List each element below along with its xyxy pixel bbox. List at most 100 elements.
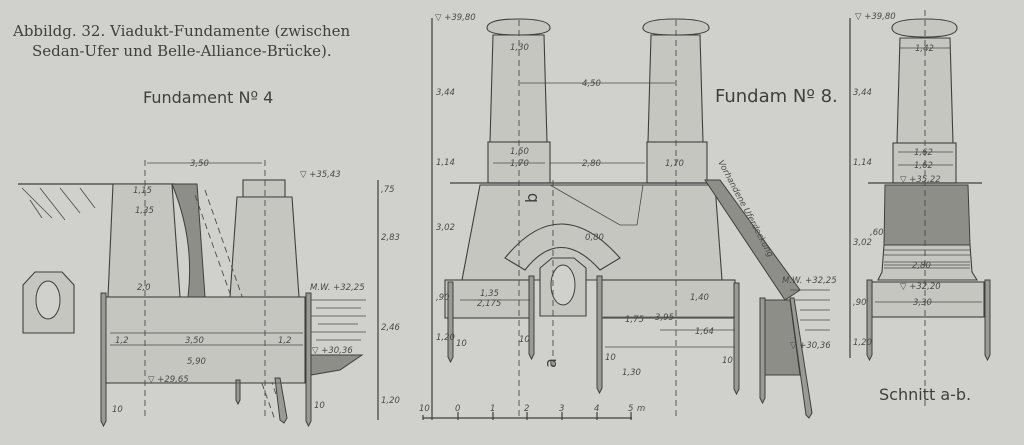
dim-v120: 1,20 bbox=[381, 396, 400, 406]
masonry-layer bbox=[877, 244, 978, 281]
dim-v114: 1,14 bbox=[436, 158, 455, 168]
pile-label: 10 bbox=[456, 339, 467, 349]
masonry-courses bbox=[884, 249, 970, 269]
scale-tick: 0 bbox=[455, 404, 460, 414]
level-top: ▽ +35,43 bbox=[300, 170, 341, 180]
pile-4 bbox=[733, 282, 740, 396]
scale-tick: 4 bbox=[594, 404, 599, 414]
dim-v120: 1,20 bbox=[853, 338, 872, 348]
dim-top-width: 3,50 bbox=[190, 159, 209, 169]
pile-label: 10 bbox=[722, 356, 733, 366]
fundament-8-title: Fundam Nº 8. bbox=[715, 86, 838, 107]
soil-hatching bbox=[21, 187, 96, 221]
pile-slanted bbox=[274, 377, 288, 424]
dim-v114: 1,14 bbox=[853, 158, 872, 168]
water-level: M.W. +32,25 bbox=[310, 283, 365, 293]
pier-base-right bbox=[646, 141, 708, 184]
scale-bar: 10 0 1 2 3 4 5 m bbox=[419, 404, 645, 420]
pile-3 bbox=[596, 275, 603, 395]
dim-115: 1,15 bbox=[133, 186, 152, 196]
pier-left bbox=[107, 183, 181, 298]
dim-12-left: 1,2 bbox=[115, 336, 129, 346]
dim-2175: 2,175 bbox=[477, 299, 501, 309]
culvert-opening bbox=[550, 264, 576, 306]
dim-v344: 3,44 bbox=[436, 88, 455, 98]
dim-135: 1,35 bbox=[480, 289, 499, 299]
scale-tick: 10 bbox=[419, 404, 430, 414]
section-title: Schnitt a-b. bbox=[879, 385, 971, 404]
level-bottom: ▽ +29,65 bbox=[148, 375, 189, 385]
pile-right bbox=[984, 279, 991, 362]
dim-170-right: 1,70 bbox=[665, 159, 684, 169]
level-top: ▽ +39,80 bbox=[855, 12, 896, 22]
scale-tick: 2 bbox=[524, 404, 529, 414]
dim-590: 5,90 bbox=[187, 357, 206, 367]
dim-20: 2,0 bbox=[137, 283, 151, 293]
pile-label-right: 10 bbox=[314, 401, 325, 411]
pile-slanted bbox=[789, 297, 813, 419]
dim-135: 1,35 bbox=[135, 206, 154, 216]
section-a-b-drawing: ▽ +39,80 1,42 1,62 1,62 ▽ +35,22 2,80 ▽ … bbox=[849, 10, 991, 410]
pier-shaft-right bbox=[647, 34, 704, 143]
foundation-block-right bbox=[597, 279, 736, 319]
dim-175: 1,75 bbox=[625, 315, 644, 325]
dim-280: 2,80 bbox=[582, 159, 601, 169]
pier-capital-left bbox=[486, 18, 551, 36]
pile-left bbox=[866, 279, 873, 362]
dim-142: 1,42 bbox=[915, 44, 934, 54]
center-lines bbox=[518, 20, 677, 420]
dim-v302: 3,02 bbox=[853, 238, 872, 248]
fundament-4-title: Fundament Nº 4 bbox=[143, 88, 273, 107]
pile-5 bbox=[759, 297, 766, 405]
arch bbox=[504, 223, 621, 271]
dim-162-lower: 1,62 bbox=[914, 161, 933, 171]
pile-1 bbox=[447, 281, 454, 364]
level-base: ▽ +32,20 bbox=[900, 282, 941, 292]
dimension-lines bbox=[460, 82, 735, 348]
dim-arch: 0,80 bbox=[585, 233, 604, 243]
dimension-lines bbox=[875, 47, 982, 303]
water bbox=[790, 289, 830, 331]
dim-v246: 2,46 bbox=[381, 323, 401, 333]
dim-450: 4,50 bbox=[582, 79, 601, 89]
section-mark-b: b bbox=[522, 193, 541, 203]
pier-cap bbox=[242, 179, 286, 198]
pier-capital bbox=[891, 18, 958, 38]
sheet-pile-right bbox=[305, 292, 312, 428]
dim-350: 3,50 bbox=[185, 336, 204, 346]
water-level: M.W. +32,25 bbox=[782, 276, 837, 286]
level-river-bed: ▽ +30,36 bbox=[312, 346, 353, 356]
caption-line-2: Sedan-Ufer und Belle-Alliance-Brücke). bbox=[32, 42, 332, 60]
caption-line-1: Abbildg. 32. Viadukt-Fundamente (zwische… bbox=[12, 22, 350, 40]
dim-150: 1,50 bbox=[510, 147, 529, 157]
dim-v302: 3,02 bbox=[436, 223, 455, 233]
dimension-lines bbox=[110, 162, 303, 384]
scale-tick: 3 bbox=[559, 404, 564, 414]
pile-label: 10 bbox=[605, 353, 616, 363]
dim-170-left: 1,70 bbox=[510, 159, 529, 169]
dim-v90: ,90 bbox=[853, 298, 867, 308]
dim-v60: ,60 bbox=[870, 228, 884, 238]
dim-330: 3,30 bbox=[913, 298, 932, 308]
pier-right bbox=[229, 196, 300, 298]
pile-label: 10 bbox=[519, 335, 530, 345]
dim-162-upper: 1,62 bbox=[914, 148, 933, 158]
fundament-4-drawing: Fundament Nº 4 3,50 ▽ +35,43 1,15 1,35 2… bbox=[18, 88, 401, 428]
dim-395: 3,95 bbox=[655, 313, 674, 323]
sheet-pile-left bbox=[100, 292, 107, 428]
pile-label-left: 10 bbox=[112, 405, 123, 415]
pile-small bbox=[235, 379, 241, 406]
dim-v90: ,90 bbox=[436, 293, 450, 303]
dim-v283: 2,83 bbox=[381, 233, 400, 243]
dim-v130: 1,30 bbox=[622, 368, 641, 378]
level-ground: ▽ +35,22 bbox=[900, 175, 941, 185]
dim-v344: 3,44 bbox=[853, 88, 872, 98]
fundament-8-drawing: Fundam Nº 8. ▽ +39,80 1,30 4,50 1,50 1,7 bbox=[419, 13, 838, 420]
dim-130: 1,30 bbox=[510, 43, 529, 53]
scale-tick: 1 bbox=[490, 404, 495, 414]
level-river-bed: ▽ +30,36 bbox=[790, 341, 831, 351]
center-lines bbox=[144, 160, 266, 420]
pier-capital-right bbox=[642, 18, 710, 36]
